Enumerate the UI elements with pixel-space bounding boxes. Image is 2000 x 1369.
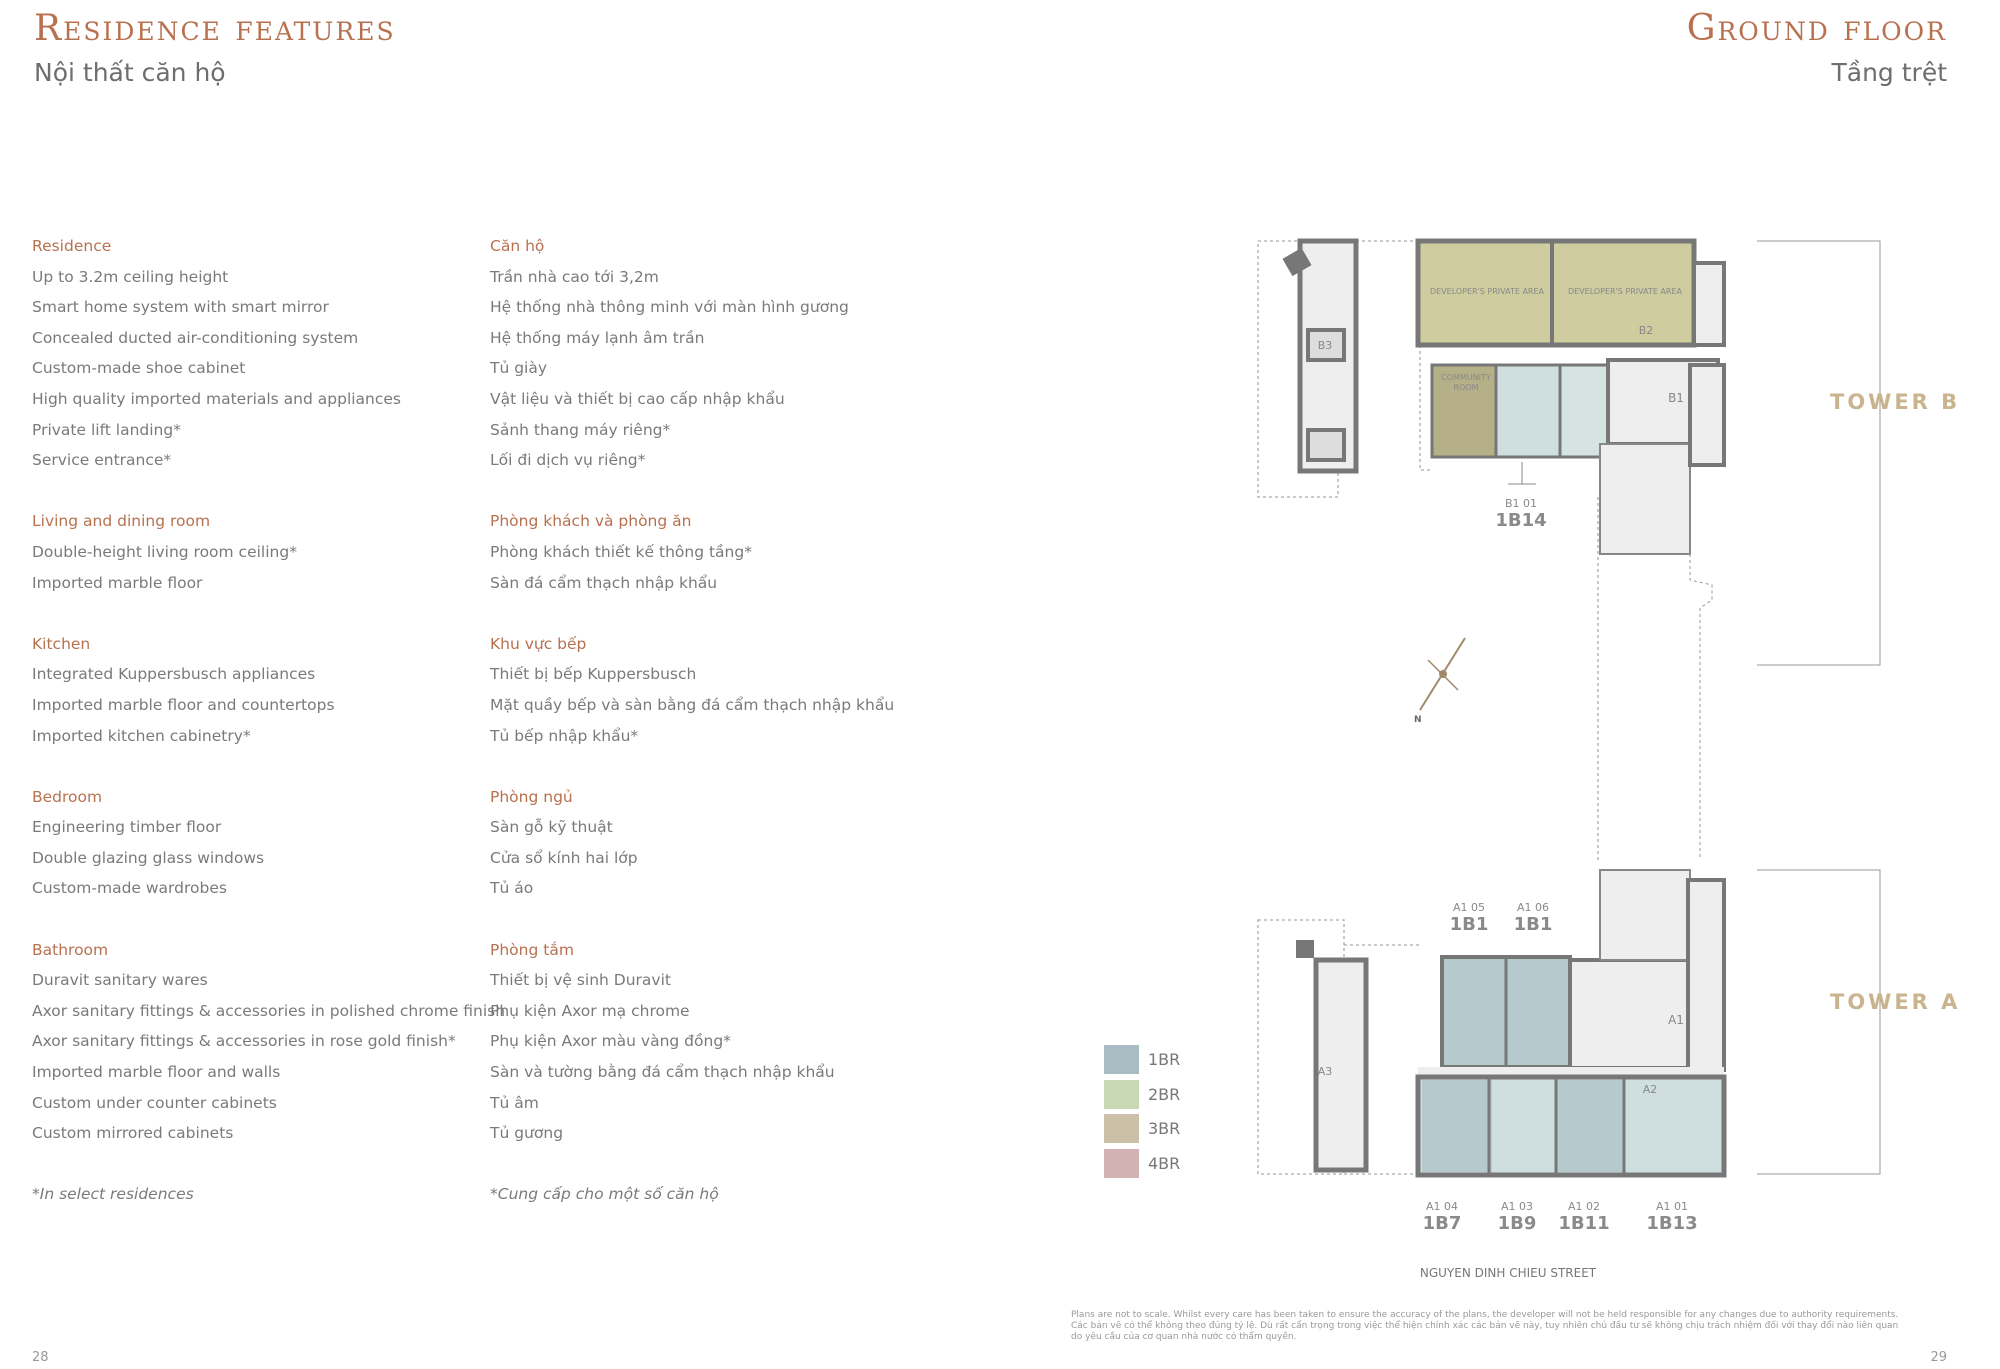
feature-item: Tủ bếp nhập khẩu* (490, 726, 639, 745)
feature-item: Smart home system with smart mirror (32, 298, 329, 317)
feature-item: Sàn gỗ kỹ thuật (490, 818, 613, 837)
right-page-title: Ground floor (1686, 8, 1947, 49)
north-compass-icon: N (1414, 637, 1466, 725)
page-number-left: 28 (32, 1350, 49, 1365)
feature-item: Axor sanitary fittings & accessories in … (32, 1001, 506, 1020)
feature-item: Integrated Kuppersbusch appliances (32, 665, 316, 684)
right-page-subtitle: Tầng trệt (1831, 58, 1947, 87)
feature-item: Imported marble floor and countertops (32, 695, 335, 714)
legend-swatch (1104, 1045, 1139, 1074)
tower-brackets (1757, 240, 1881, 1175)
feature-item: Phụ kiện Axor mạ chrome (490, 1001, 690, 1020)
tower-a-plan (1296, 869, 1727, 1178)
feature-item: Imported kitchen cabinetry* (32, 726, 251, 745)
plan-label-dev-area-1: DEVELOPER'S PRIVATE AREA (1430, 287, 1545, 296)
feature-item: High quality imported materials and appl… (32, 389, 402, 408)
left-page-subtitle: Nội thất căn hộ (34, 58, 226, 87)
plan-label-b3: B3 (1318, 339, 1333, 352)
plan-label-a3: A3 (1318, 1065, 1333, 1078)
feature-item: Private lift landing* (32, 420, 181, 439)
plan-label-room: ROOM (1453, 383, 1478, 392)
section-heading: Phòng ngủ (490, 787, 573, 806)
section-heading: Bathroom (32, 940, 109, 959)
features-vietnamese: Căn hộ Trần nhà cao tới 3,2m Hệ thống nhà … (490, 231, 894, 1210)
footnote: *Cung cấp cho một số căn hộ (490, 1185, 719, 1204)
feature-item: Hệ thống máy lạnh âm trần (490, 328, 705, 347)
feature-item: Cửa sổ kính hai lớp (490, 848, 638, 867)
feature-item: Duravit sanitary wares (32, 971, 208, 990)
feature-item: Tủ áo (490, 879, 534, 898)
plan-label-dev-area-2: DEVELOPER'S PRIVATE AREA (1568, 287, 1683, 296)
feature-item: Sàn đá cẩm thạch nhập khẩu (490, 573, 718, 592)
legend-label: 3BR (1148, 1119, 1181, 1138)
legend-swatch (1104, 1079, 1139, 1109)
feature-item: Service entrance* (32, 451, 172, 470)
feature-item: Vật liệu và thiết bị cao cấp nhập khẩu (490, 389, 785, 408)
legend-label: 4BR (1148, 1153, 1181, 1173)
feature-item: Imported marble floor (32, 573, 203, 592)
feature-item: Axor sanitary fittings & accessories in … (32, 1032, 456, 1051)
legend-label: 1BR (1148, 1050, 1181, 1069)
feature-item: Tủ giày (490, 359, 548, 378)
plan-label-a2: A2 (1643, 1083, 1658, 1096)
feature-item: Phòng khách thiết kế thông tầng* (490, 542, 752, 561)
section-heading: Phòng khách và phòng ăn (490, 512, 692, 531)
disclaimer-line: Các bản vẽ có thể không theo đúng tỷ lệ.… (1071, 1321, 1899, 1331)
legend-label: 2BR (1148, 1084, 1181, 1104)
section-heading: Căn hộ (490, 237, 545, 255)
tower-b-label: TOWER B (1830, 390, 1961, 414)
legend-swatch (1104, 1148, 1139, 1178)
feature-item: Phụ kiện Axor màu vàng đồng* (490, 1032, 731, 1051)
feature-item: Mặt quầy bếp và sàn bằng đá cẩm thạch nh… (490, 695, 895, 714)
disclaimer-line: Plans are not to scale. Whilst every car… (1071, 1310, 1899, 1320)
section-heading: Residence (32, 237, 112, 255)
feature-item: Double glazing glass windows (32, 848, 265, 867)
feature-item: Thiết bị vệ sinh Duravit (490, 971, 671, 990)
feature-item: Custom-made wardrobes (32, 879, 227, 898)
footnote: *In select residences (32, 1185, 194, 1204)
feature-item: Sảnh thang máy riêng* (490, 420, 671, 439)
tower-b-plan (1282, 238, 1726, 860)
feature-item: Hệ thống nhà thông minh với màn hình gươ… (490, 298, 849, 317)
north-label: N (1414, 715, 1422, 725)
section-heading: Living and dining room (32, 512, 211, 531)
feature-item: Thiết bị bếp Kuppersbusch (490, 665, 697, 684)
feature-item: Custom-made shoe cabinet (32, 359, 246, 378)
tower-a-label: TOWER A (1830, 990, 1961, 1014)
feature-item: Tủ gương (490, 1124, 564, 1143)
left-page-title: Residence features (34, 8, 396, 49)
section-heading: Bedroom (32, 787, 103, 806)
legend-swatch (1104, 1114, 1139, 1143)
feature-item: Double-height living room ceiling* (32, 542, 297, 561)
disclaimer-line: do yêu cầu của cơ quan nhà nước có thẩm … (1071, 1332, 1297, 1342)
page-number-right: 29 (1930, 1350, 1947, 1365)
street-label: NGUYEN DINH CHIEU STREET (1419, 1266, 1597, 1280)
plan-label-b1: B1 (1668, 391, 1684, 405)
section-heading: Phòng tắm (490, 940, 574, 959)
feature-item: Trần nhà cao tới 3,2m (490, 267, 659, 286)
feature-item: Custom under counter cabinets (32, 1093, 277, 1112)
disclaimer: Plans are not to scale. Whilst every car… (1071, 1310, 1951, 1343)
plan-label-b2: B2 (1639, 324, 1654, 337)
feature-item: Up to 3.2m ceiling height (32, 267, 229, 286)
feature-item: Sàn và tường bằng đá cẩm thạch nhập khẩu (490, 1063, 835, 1082)
plan-label-a1: A1 (1668, 1013, 1684, 1027)
feature-item: Lối đi dịch vụ riêng* (490, 451, 646, 470)
section-heading: Khu vực bếp (490, 634, 587, 653)
feature-item: Concealed ducted air-conditioning system (32, 328, 359, 347)
feature-item: Tủ âm (490, 1093, 539, 1112)
feature-item: Custom mirrored cabinets (32, 1124, 234, 1143)
feature-item: Imported marble floor and walls (32, 1063, 281, 1082)
feature-item: Engineering timber floor (32, 818, 222, 837)
section-heading: Kitchen (32, 634, 91, 653)
plan-label-community: COMMUNITY (1441, 373, 1491, 382)
